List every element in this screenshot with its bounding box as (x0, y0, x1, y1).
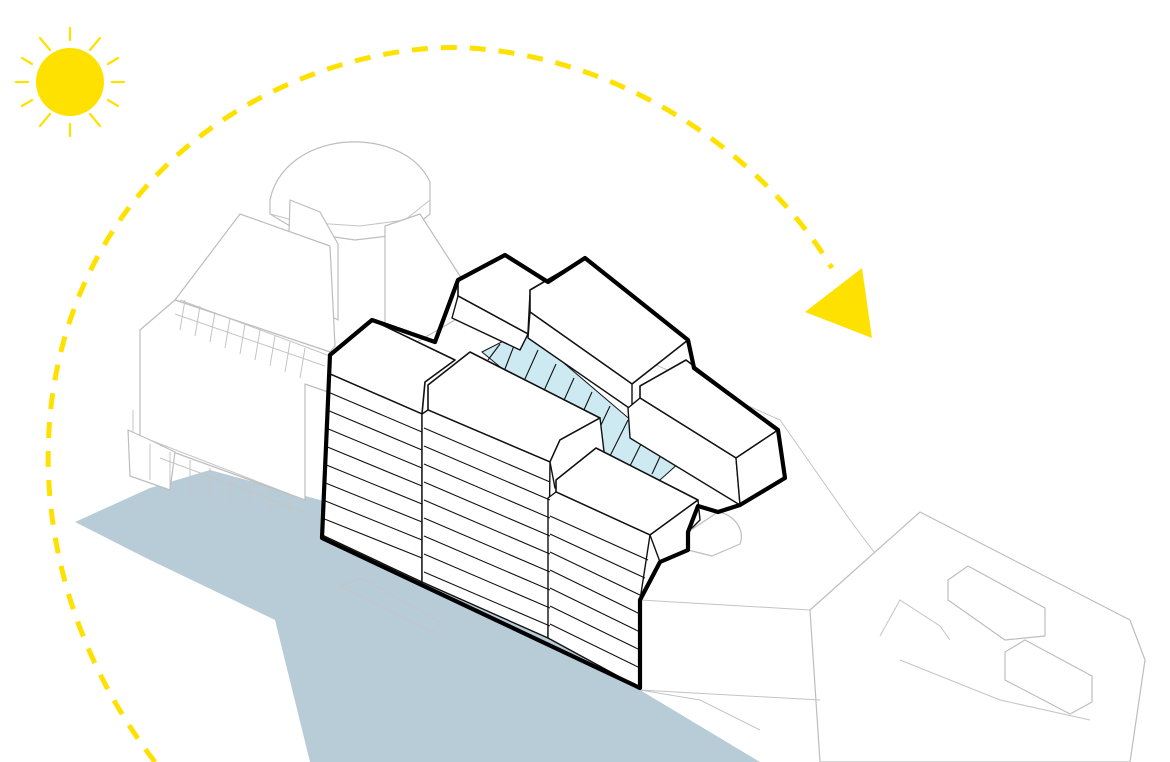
sun-path-arc (45, 45, 835, 762)
sun-icon (14, 26, 126, 138)
pier-outline (338, 577, 441, 633)
volume-back-left-side (451, 295, 529, 351)
context-roof-glazed (174, 213, 336, 353)
floor-lines-left (321, 391, 423, 559)
volume-front-mid-face (421, 409, 551, 639)
sun-path-arrowhead (805, 268, 872, 338)
context-stair-tower (127, 429, 176, 491)
context-facade-grid (149, 299, 331, 514)
context-block-mid (384, 213, 461, 347)
floor-lines-right (549, 515, 649, 669)
floor-lines (321, 391, 649, 669)
context-bldg-right-block1 (947, 565, 1046, 641)
sun-disc (36, 48, 104, 116)
volume-mid-right-side (627, 397, 741, 506)
context-left (127, 141, 461, 514)
context-lower-right (639, 599, 821, 701)
building-outline (319, 252, 788, 691)
sun-rays (14, 26, 126, 138)
context-bldg-right (809, 511, 1146, 762)
river-water (75, 470, 760, 762)
quay-edge (639, 689, 761, 731)
context-right (459, 277, 1146, 762)
context-bldg-right-roof (879, 599, 1091, 721)
context-bldg-right-block2 (1004, 639, 1093, 715)
floor-lines-mid (423, 427, 551, 627)
context-roof-mullions (179, 299, 306, 379)
